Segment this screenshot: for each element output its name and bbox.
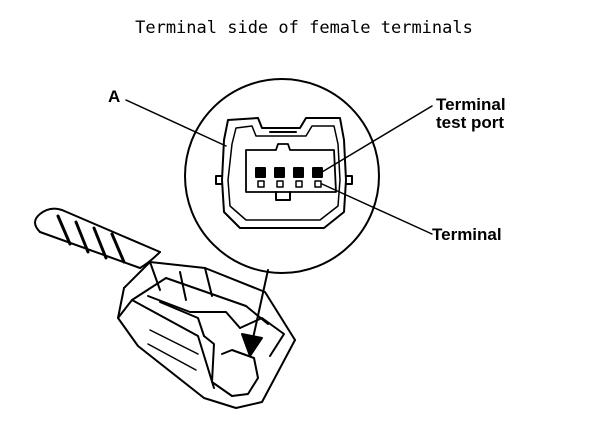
wire-harness (34, 207, 161, 269)
label-a: A (108, 87, 121, 106)
connector-body (117, 261, 296, 409)
label-port-line1: Terminal (436, 95, 506, 114)
pointer-arrow (241, 269, 269, 357)
connector-face (215, 117, 353, 229)
terminals (257, 180, 322, 188)
label-terminal: Terminal (432, 225, 502, 244)
magnifier-circle (184, 78, 380, 274)
test-ports (255, 167, 323, 178)
label-port-line2: test port (436, 113, 504, 132)
label-terminal-test-port: Terminal test port (436, 96, 506, 132)
leader-lines (125, 99, 433, 235)
diagram-title: Terminal side of female terminals (135, 18, 473, 38)
